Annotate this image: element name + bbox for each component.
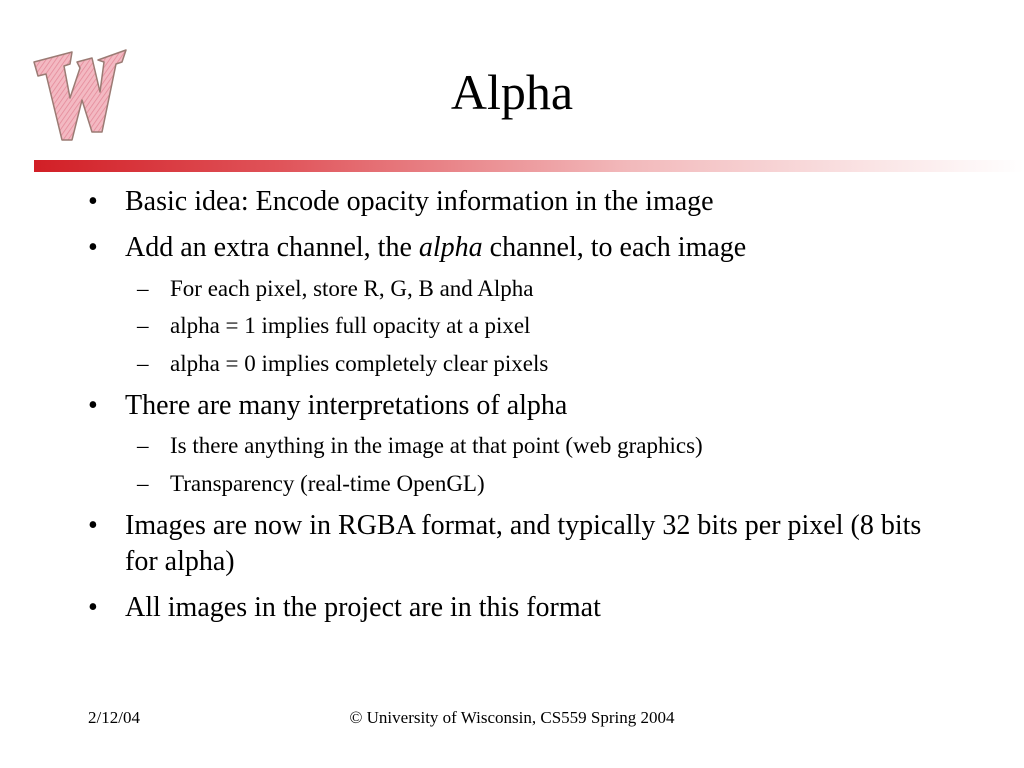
sub-bullet-text: alpha = 1 implies full opacity at a pixe… [170, 313, 531, 338]
bullet-item: • Add an extra channel, the alpha channe… [88, 230, 948, 266]
dash-icon: – [137, 351, 149, 376]
dash-icon: – [137, 433, 149, 458]
bullet-item: • All images in the project are in this … [88, 590, 948, 626]
sub-bullet-text: alpha = 0 implies completely clear pixel… [170, 351, 549, 376]
sub-bullet-item: – alpha = 1 implies full opacity at a pi… [137, 311, 937, 341]
slide-title: Alpha [450, 64, 574, 120]
sub-bullet-text: Is there anything in the image at that p… [170, 433, 703, 458]
bullet-item: • There are many interpretations of alph… [88, 388, 948, 424]
sub-bullet-item: – For each pixel, store R, G, B and Alph… [137, 274, 937, 304]
bullet-dot-icon: • [88, 592, 98, 623]
title-divider [34, 160, 1024, 172]
bullet-text-part: Add an extra channel, the [125, 232, 419, 263]
footer-copyright: © University of Wisconsin, CS559 Spring … [349, 708, 675, 727]
dash-icon: – [137, 471, 149, 496]
bullet-text: Basic idea: Encode opacity information i… [125, 186, 714, 217]
bullet-dot-icon: • [88, 186, 98, 217]
bullet-text: All images in the project are in this fo… [125, 592, 601, 623]
bullet-text: There are many interpretations of alpha [125, 390, 568, 421]
bullet-dot-icon: • [88, 510, 98, 541]
bullet-text-part: channel, to each image [482, 232, 747, 263]
bullet-item: • Basic idea: Encode opacity information… [88, 184, 948, 220]
bullet-dot-icon: • [88, 232, 98, 263]
bullet-text: Images are now in RGBA format, and typic… [125, 510, 922, 577]
footer-date: 2/12/04 [88, 708, 140, 727]
sub-bullet-text: For each pixel, store R, G, B and Alpha [170, 276, 534, 301]
bullet-text-emphasis: alpha [418, 232, 483, 263]
bullet-item: • Images are now in RGBA format, and typ… [88, 508, 948, 580]
sub-bullet-text: Transparency (real-time OpenGL) [170, 471, 485, 496]
sub-bullet-item: – alpha = 0 implies completely clear pix… [137, 349, 937, 379]
dash-icon: – [137, 276, 149, 301]
sub-bullet-item: – Transparency (real-time OpenGL) [137, 469, 937, 499]
bullet-dot-icon: • [88, 390, 98, 421]
sub-bullet-item: – Is there anything in the image at that… [137, 431, 937, 461]
wisconsin-w-logo-icon [30, 40, 130, 145]
bullet-text: Add an extra channel, the alpha channel,… [125, 230, 948, 266]
dash-icon: – [137, 313, 149, 338]
